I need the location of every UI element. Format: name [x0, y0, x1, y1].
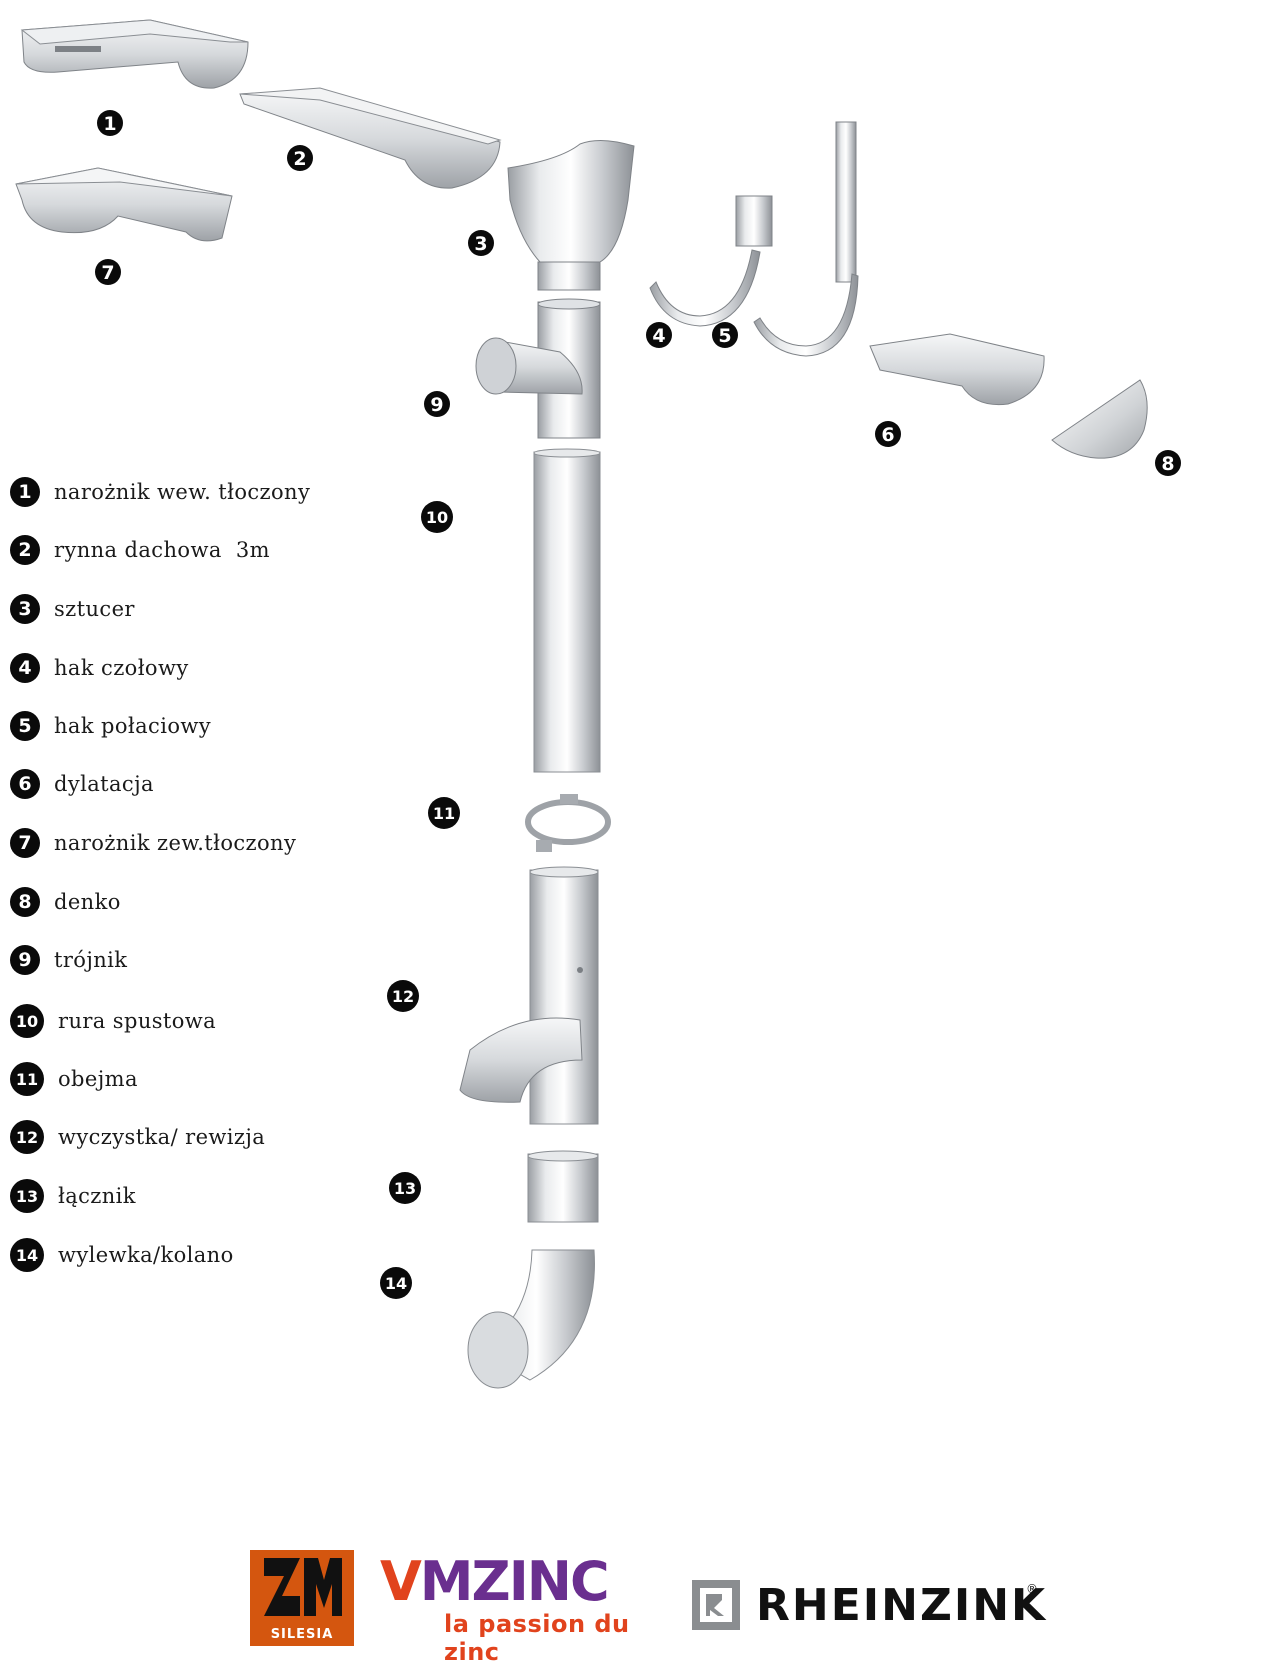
rheinzink-wordmark: RHEINZINK — [756, 1580, 1048, 1631]
legend-label: narożnik wew. tłoczony — [54, 480, 311, 504]
svg-text:11: 11 — [433, 804, 455, 823]
legend-number: 3 — [10, 594, 40, 624]
svg-text:12: 12 — [392, 987, 414, 1006]
legend-item: 13 łącznik — [10, 1176, 136, 1216]
legend-label: rynna dachowa 3m — [54, 538, 270, 562]
vmzinc-logo: VMZINC la passion du zinc — [380, 1550, 670, 1666]
callout-badge: 4 — [646, 322, 672, 348]
legend-number: 10 — [10, 1004, 44, 1038]
legend-label: hak połaciowy — [54, 714, 212, 738]
legend-item: 6 dylatacja — [10, 764, 154, 804]
legend-item: 10 rura spustowa — [10, 1001, 216, 1041]
svg-text:3: 3 — [474, 233, 487, 255]
callout-badge: 10 — [421, 501, 453, 533]
legend-item: 7 narożnik zew.tłoczony — [10, 823, 296, 863]
legend-number: 7 — [10, 828, 40, 858]
legend-item: 9 trójnik — [10, 940, 127, 980]
roof-gutter-part — [239, 87, 502, 189]
rheinzink-registered: ® — [1026, 1582, 1038, 1596]
outer-corner-part — [15, 167, 233, 242]
rafter-hook-part — [753, 121, 859, 357]
legend-item: 1 narożnik wew. tłoczony — [10, 472, 310, 512]
legend-number: 6 — [10, 769, 40, 799]
legend-label: dylatacja — [54, 772, 154, 796]
vmzinc-tagline: la passion du zinc — [444, 1610, 630, 1666]
inner-corner-part — [20, 19, 249, 89]
callout-badge: 9 — [424, 391, 450, 417]
legend-item: 12 wyczystka/ rewizja — [10, 1117, 265, 1157]
legend-item: 2 rynna dachowa 3m — [10, 530, 270, 570]
legend-number: 1 — [10, 477, 40, 507]
legend-item: 3 sztucer — [10, 589, 135, 629]
callout-badge: 5 — [712, 322, 738, 348]
legend-label: sztucer — [54, 597, 135, 621]
legend-label: wylewka/kolano — [58, 1243, 234, 1267]
legend-item: 8 denko — [10, 882, 121, 922]
legend-label: wyczystka/ rewizja — [58, 1125, 266, 1149]
brand-logos: SILESIA VMZINC la passion du zinc RHEINZ… — [0, 1540, 1276, 1666]
svg-text:8: 8 — [1161, 453, 1174, 475]
legend-number: 13 — [10, 1179, 44, 1213]
rheinzink-mark-icon — [692, 1580, 740, 1630]
legend-number: 8 — [10, 887, 40, 917]
vmzinc-rest: MZINC — [419, 1550, 610, 1613]
downpipe-part — [533, 448, 601, 773]
legend-label: narożnik zew.tłoczony — [54, 831, 297, 855]
legend-number: 4 — [10, 653, 40, 683]
callout-badge: 13 — [389, 1172, 421, 1204]
legend-item: 11 obejma — [10, 1059, 138, 1099]
front-hook-part — [649, 195, 773, 327]
svg-text:4: 4 — [652, 325, 665, 347]
vmzinc-v: V — [380, 1550, 422, 1613]
zm-logo-icon — [264, 1558, 342, 1616]
callout-badge: 8 — [1155, 450, 1181, 476]
callout-badge: 1 — [97, 110, 123, 136]
tee-part — [475, 298, 601, 439]
cleanout-part — [459, 866, 599, 1125]
callout-layer: 1 2 3 4 5 6 7 8 9 10 11 12 13 14 — [95, 110, 1181, 1299]
svg-text:13: 13 — [394, 1179, 416, 1198]
legend-item: 5 hak połaciowy — [10, 706, 211, 746]
legend-label: łącznik — [58, 1184, 136, 1208]
legend-number: 14 — [10, 1238, 44, 1272]
svg-text:14: 14 — [385, 1274, 407, 1293]
connector-part — [527, 1150, 599, 1223]
legend-number: 11 — [10, 1062, 44, 1096]
legend-number: 12 — [10, 1120, 44, 1154]
expansion-joint-part — [869, 333, 1045, 406]
elbow-part — [467, 1249, 595, 1389]
legend-number: 5 — [10, 711, 40, 741]
callout-badge: 2 — [287, 145, 313, 171]
legend-label: hak czołowy — [54, 656, 189, 680]
svg-text:2: 2 — [293, 148, 306, 170]
outlet-part — [507, 140, 635, 291]
pipe-clamp-part — [525, 794, 611, 852]
svg-text:1: 1 — [103, 113, 116, 135]
svg-text:7: 7 — [101, 262, 114, 284]
legend-number: 9 — [10, 945, 40, 975]
callout-badge: 6 — [875, 421, 901, 447]
legend-label: rura spustowa — [58, 1009, 217, 1033]
legend-item: 4 hak czołowy — [10, 648, 189, 688]
callout-badge: 7 — [95, 259, 121, 285]
vmzinc-wordmark: VMZINC — [380, 1550, 610, 1613]
svg-text:9: 9 — [430, 394, 443, 416]
svg-text:6: 6 — [881, 424, 894, 446]
legend-label: denko — [54, 890, 121, 914]
zm-logo-word: SILESIA — [270, 1627, 334, 1642]
legend-number: 2 — [10, 535, 40, 565]
callout-badge: 3 — [468, 230, 494, 256]
zm-silesia-logo: SILESIA — [250, 1550, 354, 1646]
rheinzink-logo: RHEINZINK ® — [690, 1578, 1050, 1638]
legend-label: obejma — [58, 1067, 138, 1091]
callout-badge: 11 — [428, 797, 460, 829]
callout-badge: 14 — [380, 1267, 412, 1299]
end-cap-part — [1051, 379, 1148, 459]
svg-text:10: 10 — [426, 508, 448, 527]
legend-label: trójnik — [54, 948, 128, 972]
svg-text:5: 5 — [718, 325, 731, 347]
legend-item: 14 wylewka/kolano — [10, 1235, 234, 1275]
callout-badge: 12 — [387, 980, 419, 1012]
